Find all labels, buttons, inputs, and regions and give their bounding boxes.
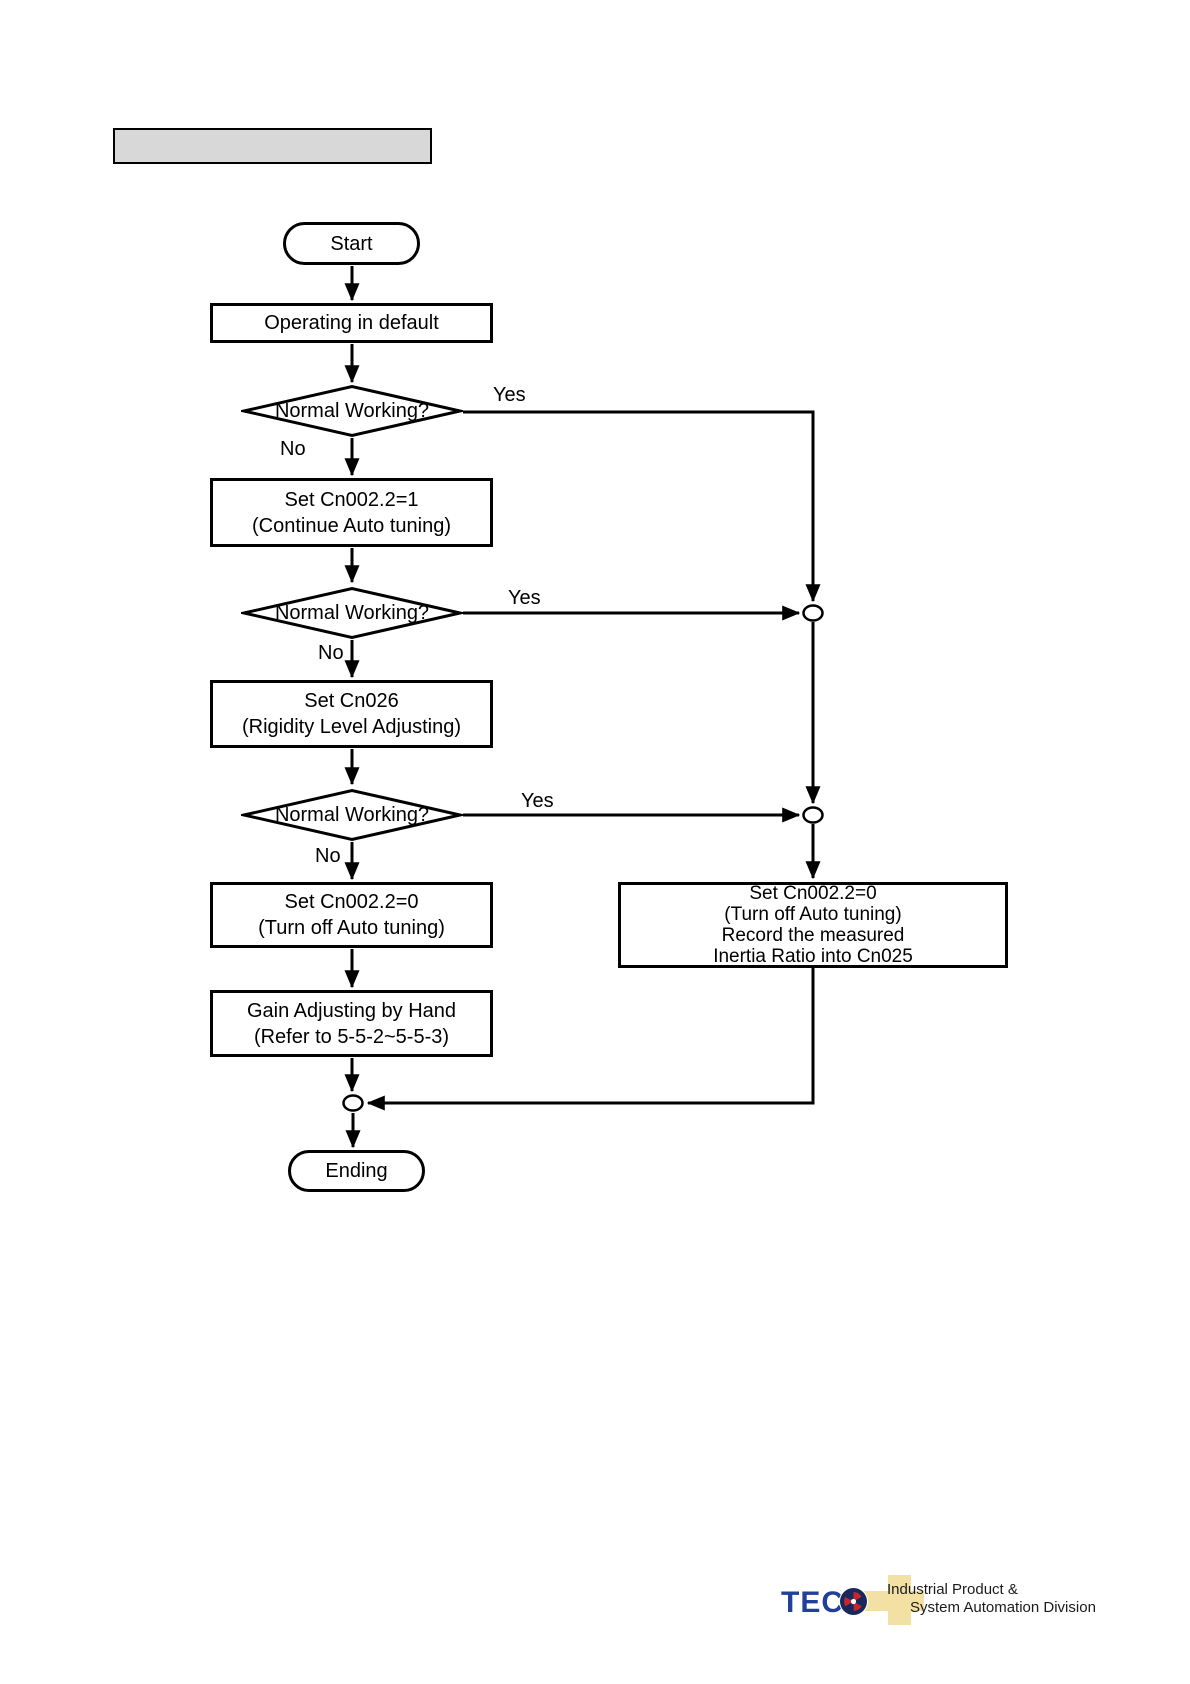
teco-division-line1: Industrial Product &: [887, 1581, 1018, 1598]
node-set-cn026-line1: Set Cn026: [304, 690, 399, 712]
label-no-3: No: [315, 845, 341, 867]
junction-circle-1: [802, 604, 824, 622]
label-no-1: No: [280, 438, 306, 460]
node-decision1-label: Normal Working?: [274, 399, 430, 422]
node-decision2: Normal Working?: [241, 585, 463, 641]
node-decision1: Normal Working?: [241, 383, 463, 439]
node-set-cn002-1: Set Cn002.2=1 (Continue Auto tuning): [210, 478, 493, 547]
node-record-line3: Record the measured: [721, 925, 905, 946]
teco-division-text: Industrial Product & System Automation D…: [887, 1581, 1096, 1617]
node-set-cn026-line2: (Rigidity Level Adjusting): [242, 716, 461, 738]
node-gain-adjust: Gain Adjusting by Hand (Refer to 5-5-2~5…: [210, 990, 493, 1057]
node-record-line2: (Turn off Auto tuning): [724, 904, 902, 925]
node-start: Start: [283, 222, 420, 265]
node-decision2-label: Normal Working?: [274, 601, 430, 624]
node-decision3: Normal Working?: [241, 787, 463, 843]
node-operating-label: Operating in default: [264, 312, 439, 334]
teco-division-line2: System Automation Division: [910, 1599, 1096, 1616]
label-no-2: No: [318, 642, 344, 664]
line-record-to-junction: [366, 968, 815, 1111]
teco-swirl-o-icon: [839, 1587, 868, 1616]
node-gain-adjust-line2: (Refer to 5-5-2~5-5-3): [253, 1025, 450, 1048]
section-title-placeholder: [113, 128, 432, 164]
teco-brand: TECO: [781, 1586, 877, 1620]
node-set-cn002-1-line1: Set Cn002.2=1: [284, 488, 419, 511]
node-operating: Operating in default: [210, 303, 493, 343]
node-gain-adjust-line1: Gain Adjusting by Hand: [246, 999, 457, 1022]
node-decision3-label: Normal Working?: [274, 803, 430, 826]
node-set-cn026: Set Cn026 (Rigidity Level Adjusting): [210, 680, 493, 748]
node-ending: Ending: [288, 1150, 425, 1192]
decision3-diamond-shape: [241, 788, 463, 842]
node-set-cn002-1-line2: (Continue Auto tuning): [251, 514, 452, 537]
node-record-line4: Inertia Ratio into Cn025: [713, 946, 913, 967]
label-yes-3: Yes: [521, 790, 554, 812]
decision2-diamond-shape: [241, 586, 463, 640]
node-set-cn002-0: Set Cn002.2=0 (Turn off Auto tuning): [210, 882, 493, 948]
node-set-cn002-0-line2: (Turn off Auto tuning): [258, 917, 445, 939]
label-yes-1: Yes: [493, 384, 526, 406]
teco-tan-accent-icon: [862, 1575, 924, 1625]
decision1-diamond-shape: [241, 384, 463, 438]
teco-footer-logo: TECO Industrial Product & System Automat…: [781, 1572, 1111, 1634]
node-ending-label: Ending: [325, 1160, 388, 1182]
junction-circle-2: [802, 806, 824, 824]
node-record-inertia: Set Cn002.2=0 (Turn off Auto tuning) Rec…: [618, 882, 1008, 968]
junction-circle-3: [342, 1094, 364, 1112]
node-record-line1: Set Cn002.2=0: [749, 883, 877, 904]
node-start-label: Start: [330, 232, 373, 255]
label-yes-2: Yes: [508, 587, 541, 609]
line-decision1-yes-rail: [463, 410, 821, 603]
node-set-cn002-0-line1: Set Cn002.2=0: [284, 891, 419, 913]
